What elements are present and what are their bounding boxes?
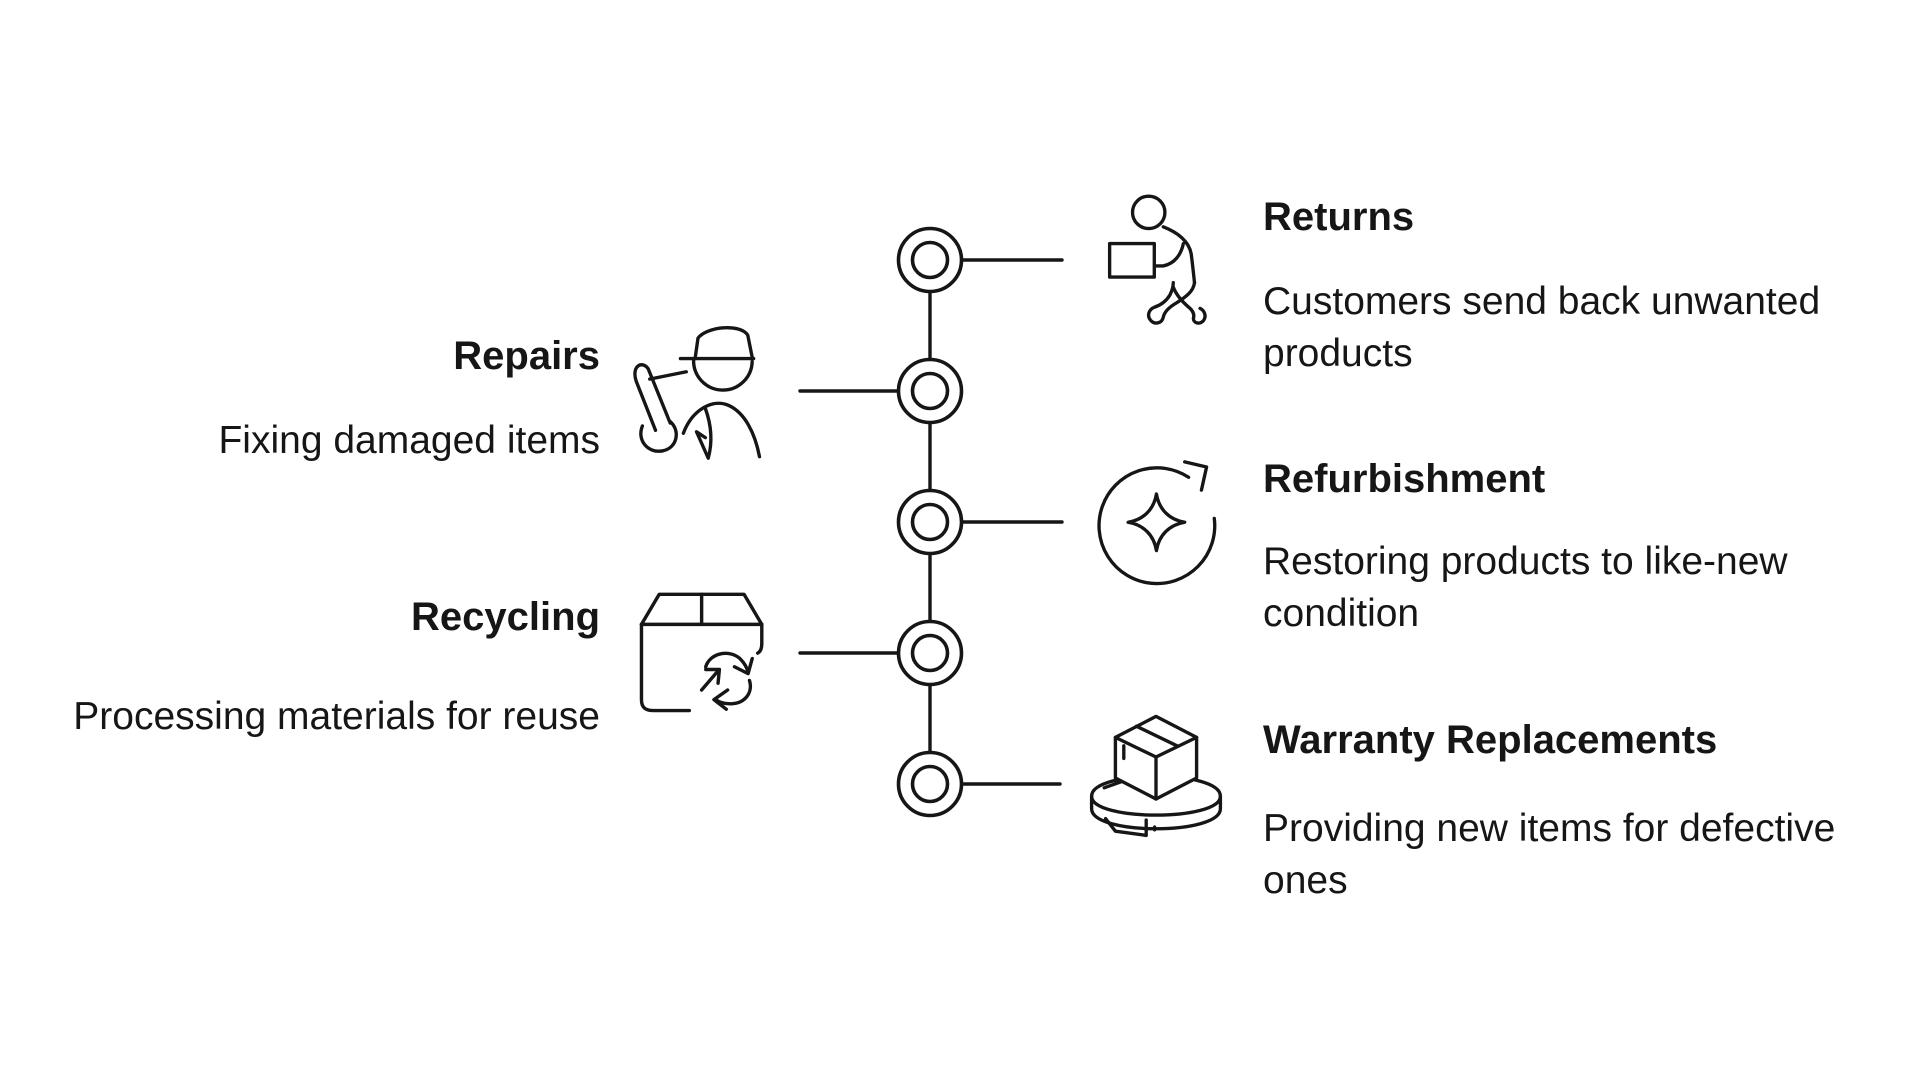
recycling-description: Processing materials for reuse [73, 695, 600, 738]
warranty-replacements-description: Providing new items for defective ones [1263, 807, 1836, 902]
warranty-replacements-title: Warranty Replacements [1263, 718, 1718, 762]
refresh-sparkle-icon [1097, 460, 1217, 586]
timeline-node-repairs [896, 357, 964, 425]
box-on-platform-icon [1089, 714, 1223, 838]
repairs-title: Repairs [453, 334, 600, 378]
timeline-node-warranty [896, 750, 964, 818]
timeline-node-refurbishment [896, 488, 964, 556]
returns-title: Returns [1263, 195, 1415, 239]
returns-description: Customers send back unwanted products [1263, 280, 1821, 375]
person-carrying-box-icon [1107, 194, 1207, 325]
refurbishment-title: Refurbishment [1263, 457, 1546, 501]
timeline-node-recycling [896, 619, 964, 687]
recycling-title: Recycling [411, 595, 600, 639]
repairs-description: Fixing damaged items [218, 419, 600, 462]
refurbishment-description: Restoring products to like-new condition [1263, 540, 1788, 635]
worker-with-wrench-icon [633, 326, 762, 460]
timeline-node-returns [896, 226, 964, 294]
box-with-recycle-arrows-icon [639, 592, 764, 713]
